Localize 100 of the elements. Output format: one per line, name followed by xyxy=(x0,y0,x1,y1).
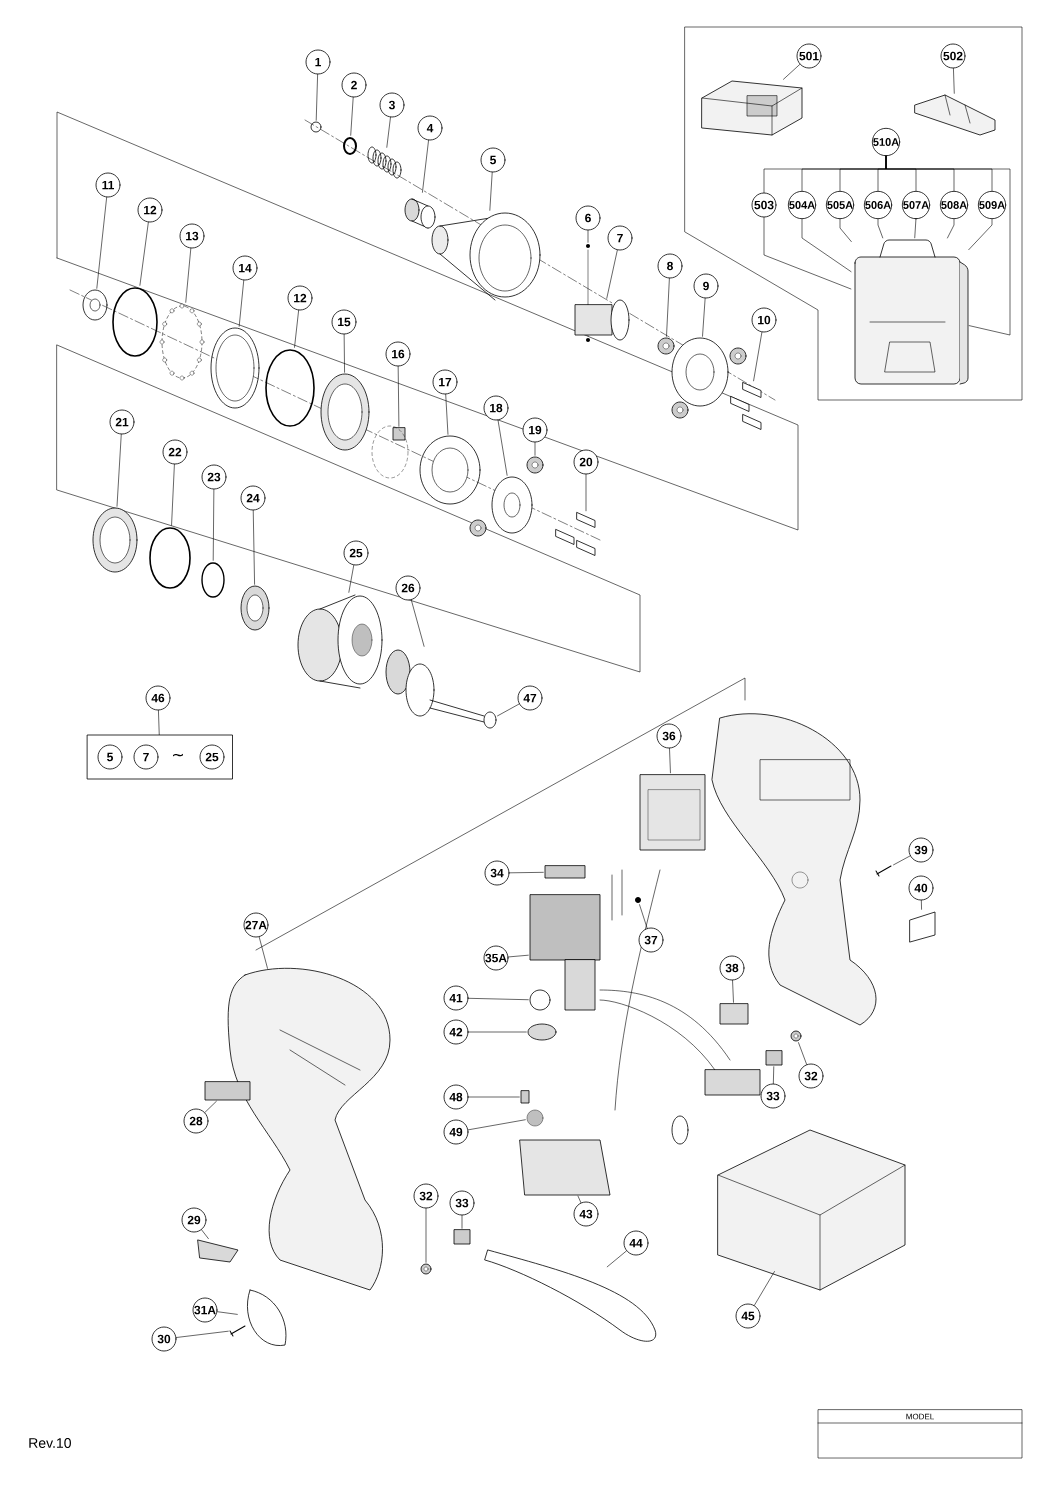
hook xyxy=(247,1289,287,1346)
gear xyxy=(657,337,675,355)
washer xyxy=(343,137,357,155)
callout-number: 18 xyxy=(483,395,509,421)
callout-number: 39 xyxy=(908,837,934,863)
stator xyxy=(639,774,706,851)
cover xyxy=(914,94,996,136)
callout-number: 13 xyxy=(179,223,205,249)
callout-number: 42 xyxy=(443,1019,469,1045)
planet-carrier xyxy=(671,337,729,407)
leader-line xyxy=(953,68,955,94)
callout-number: 32 xyxy=(798,1063,824,1089)
leader-line xyxy=(445,394,449,435)
ring-gear xyxy=(320,373,370,451)
leader-line xyxy=(139,222,149,286)
callout-number: 45 xyxy=(735,1303,761,1329)
leader-line xyxy=(386,117,391,148)
screw xyxy=(229,1325,246,1337)
callout-number: 8 xyxy=(657,253,683,279)
revision-text: Rev.10 xyxy=(29,1438,71,1448)
leader-line xyxy=(258,936,268,969)
leader-line xyxy=(425,1208,427,1263)
leader-line xyxy=(509,872,544,874)
callout-number: 14 xyxy=(232,255,258,281)
leader-line xyxy=(702,298,706,337)
pin xyxy=(576,540,596,556)
leader-line xyxy=(343,334,345,373)
callout-number: 503 xyxy=(751,192,777,218)
leader-line xyxy=(606,249,618,299)
callout-number: 509A xyxy=(977,190,1007,220)
callout-number: 41 xyxy=(443,985,469,1011)
callout-number: 12 xyxy=(287,285,313,311)
name-plate xyxy=(204,1081,251,1101)
housing-half xyxy=(711,713,877,1026)
pin xyxy=(742,382,762,398)
battery xyxy=(717,1129,906,1291)
leader-line xyxy=(350,97,354,136)
leader-line xyxy=(639,904,648,929)
callout-number: 4 xyxy=(417,115,443,141)
plate-ring xyxy=(210,327,260,409)
pin xyxy=(742,414,762,430)
clip xyxy=(909,911,936,943)
magnet xyxy=(527,1023,557,1041)
callout-number: 502 xyxy=(940,43,966,69)
callout-number: 1 xyxy=(305,49,331,75)
o-ring xyxy=(529,989,551,1011)
leader-line xyxy=(783,64,801,80)
leader-line xyxy=(585,474,587,512)
gear-case xyxy=(297,594,383,689)
gear xyxy=(526,456,544,474)
callout-number: 43 xyxy=(573,1201,599,1227)
callout-number: 28 xyxy=(183,1108,209,1134)
sensor xyxy=(526,1109,544,1127)
leader-line xyxy=(893,855,911,866)
leader-line xyxy=(171,464,175,526)
leader-line xyxy=(606,1250,627,1268)
callout-number: 505A xyxy=(825,190,855,220)
screw xyxy=(635,897,641,903)
callout-number: 5 xyxy=(480,147,506,173)
rotor xyxy=(385,649,485,723)
callout-number: 508A xyxy=(939,190,969,220)
leader-line xyxy=(577,1195,582,1203)
callout-number: 47 xyxy=(517,685,543,711)
clutch-housing xyxy=(431,212,541,301)
planet-carrier xyxy=(491,476,533,534)
leader-line xyxy=(212,489,215,561)
callout-number: 22 xyxy=(162,439,188,465)
gear xyxy=(469,519,487,537)
callout-number: 38 xyxy=(719,955,745,981)
leader-line xyxy=(877,218,884,239)
callout-number: 23 xyxy=(201,464,227,490)
nut xyxy=(790,1030,802,1042)
leader-line xyxy=(754,1271,775,1306)
callout-number: 501 xyxy=(796,43,822,69)
callout-number: 3 xyxy=(379,92,405,118)
leader-line xyxy=(461,1215,463,1229)
callout-number: 506A xyxy=(863,190,893,220)
callout-number: 46 xyxy=(145,685,171,711)
cushion xyxy=(765,1050,783,1066)
callout-number: 36 xyxy=(656,723,682,749)
callout-number: 29 xyxy=(181,1207,207,1233)
steel-balls xyxy=(159,303,205,381)
callout-number: 507A xyxy=(901,190,931,220)
ring-gear xyxy=(92,507,138,573)
pin xyxy=(730,396,750,412)
callout-number: 20 xyxy=(573,449,599,475)
pin xyxy=(576,512,596,528)
gear xyxy=(671,401,689,419)
callout-number: 7 xyxy=(607,225,633,251)
carrying-case xyxy=(854,239,969,385)
callout-number: 15 xyxy=(331,309,357,335)
leader-line xyxy=(763,217,852,290)
pin xyxy=(555,529,575,545)
leader-line xyxy=(666,278,670,337)
leader-line xyxy=(217,1311,238,1315)
callout-number: 30 xyxy=(151,1326,177,1352)
callout-number: 510A xyxy=(871,127,901,157)
callout-number: 32 xyxy=(413,1183,439,1209)
leader-line xyxy=(422,140,429,193)
leader-line xyxy=(467,1119,526,1131)
